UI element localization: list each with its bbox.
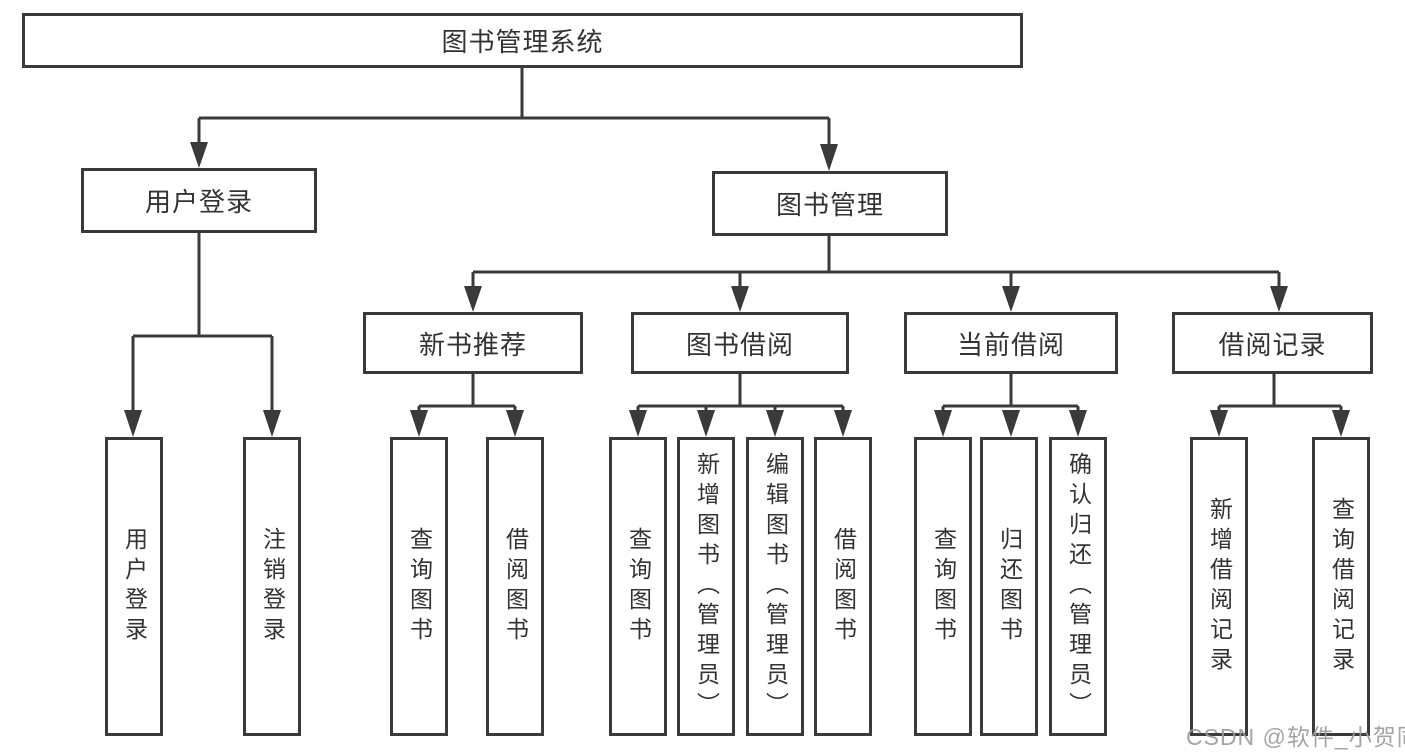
- connector-borrowing-records: [1217, 374, 1343, 412]
- leaf-confirm-return-admin: 确认归还（管理员）: [1049, 437, 1107, 736]
- arrow-down-icon: [190, 142, 208, 168]
- arrow-down-icon: [1210, 410, 1228, 437]
- arrow-down-icon: [934, 410, 952, 437]
- arrow-down-icon: [124, 410, 142, 437]
- node-root: 图书管理系统: [22, 13, 1023, 68]
- arrow-down-icon: [820, 144, 838, 171]
- connector-book-borrowing: [636, 374, 845, 412]
- arrow-down-icon: [263, 410, 281, 437]
- leaf-query-books-recommend: 查询图书: [390, 437, 448, 736]
- leaf-add-books-admin: 新增图书（管理员）: [677, 437, 735, 736]
- arrow-down-icon: [506, 410, 524, 437]
- leaf-logout: 注销登录: [243, 437, 301, 736]
- arrow-down-icon: [834, 410, 852, 437]
- leaf-add-borrow-record: 新增借阅记录: [1190, 437, 1248, 736]
- arrow-down-icon: [1002, 286, 1020, 312]
- connector-book-management: [471, 236, 1281, 290]
- leaf-borrow-books-recommend: 借阅图书: [486, 437, 544, 736]
- arrow-down-icon: [1069, 410, 1087, 437]
- node-current-borrowing: 当前借阅: [904, 312, 1118, 374]
- leaf-user-login: 用户登录: [105, 437, 163, 736]
- node-book-borrowing: 图书借阅: [631, 312, 849, 374]
- watermark: CSDN @软件_小贺同学: [1186, 724, 1405, 750]
- arrow-down-icon: [1002, 410, 1020, 437]
- node-book-management: 图书管理: [712, 171, 948, 236]
- node-new-book-recommendation: 新书推荐: [363, 312, 583, 374]
- arrow-down-icon: [464, 286, 482, 312]
- leaf-query-books-borrow: 查询图书: [609, 437, 667, 736]
- arrow-down-icon: [410, 410, 428, 437]
- arrow-down-icon: [731, 286, 749, 312]
- node-user-login: 用户登录: [81, 168, 317, 233]
- node-borrowing-records: 借阅记录: [1172, 312, 1373, 374]
- leaf-query-borrow-record: 查询借阅记录: [1312, 437, 1370, 736]
- arrow-down-icon: [1332, 410, 1350, 437]
- connector-user-login: [131, 233, 274, 412]
- arrow-down-icon: [697, 410, 715, 437]
- connector-root: [197, 68, 831, 150]
- leaf-edit-books-admin: 编辑图书（管理员）: [746, 437, 804, 736]
- arrow-down-icon: [1270, 286, 1288, 312]
- connector-new-book: [417, 374, 517, 412]
- arrow-down-icon: [766, 410, 784, 437]
- arrow-down-icon: [629, 410, 647, 437]
- connector-current-borrowing: [941, 374, 1080, 412]
- leaf-borrow-books: 借阅图书: [814, 437, 872, 736]
- leaf-return-books: 归还图书: [980, 437, 1038, 736]
- leaf-query-books-current: 查询图书: [914, 437, 972, 736]
